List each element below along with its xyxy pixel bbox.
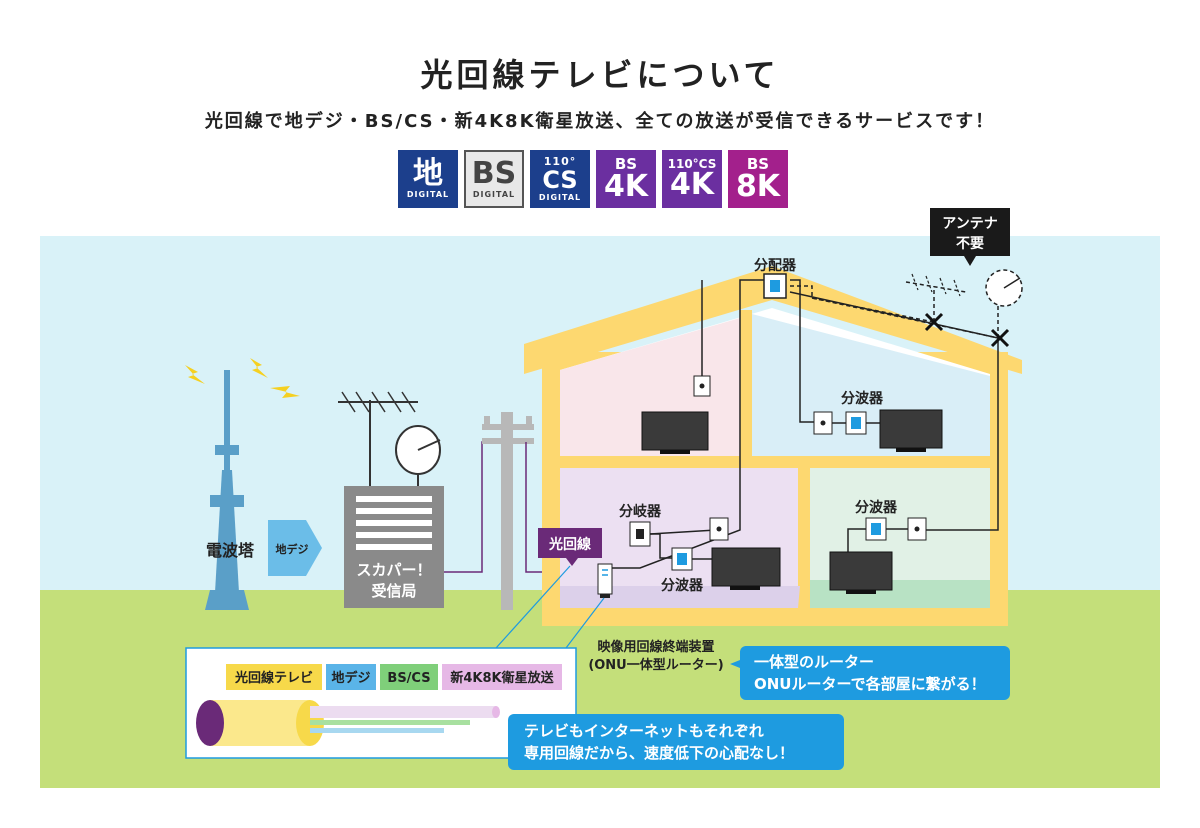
removed-antenna-icon: [905, 269, 1023, 307]
onu-label-line1: 映像用回線終端装置: [597, 639, 714, 655]
cross-mark-icon: [924, 312, 1010, 348]
cable-callout-line1: テレビもインターネットもそれぞれ: [524, 722, 764, 740]
chideji-arrow: [268, 520, 322, 576]
cable-tag: [326, 664, 376, 690]
logo-sub-text: DIGITAL: [472, 190, 516, 199]
router-callout: [740, 646, 1010, 700]
logo-bs-digital: BS DIGITAL: [464, 150, 524, 208]
tower-label: 電波塔: [206, 541, 255, 560]
tv-tower: [205, 370, 249, 610]
logo-top-text: 110°CS: [667, 157, 717, 171]
tv-icon: [641, 411, 709, 451]
logo-bs-8k: BS 8K: [728, 150, 788, 208]
antenna-label-line1: アンテナ: [942, 216, 997, 232]
logo-bs-4k: BS 4K: [596, 150, 656, 208]
cable-tag-label: 光回線テレビ: [234, 670, 313, 686]
logo-main-text: 4K: [669, 167, 715, 202]
logo-cs-digital: 110° CS DIGITAL: [530, 150, 590, 208]
hikari-badge-label: 光回線: [548, 536, 591, 553]
logo-top-text: BS: [614, 154, 638, 173]
chideji-arrow-label: 地デジ: [276, 542, 309, 556]
tv-icon: [879, 409, 943, 449]
cable-tag: [442, 664, 562, 690]
cable-tag-label: 地デジ: [331, 670, 370, 686]
splitter-lower-right-label: 分波器: [855, 499, 898, 516]
branch-label: 分岐器: [619, 503, 662, 520]
callout-line: [495, 565, 571, 649]
tv-icon: [711, 547, 781, 587]
hikari-badge: [538, 528, 602, 558]
logo-top-text: BS: [746, 154, 770, 173]
onu-label-line2: (ONU一体型ルーター): [588, 657, 723, 673]
page-subtitle: 光回線で地デジ・BS/CS・新4K8K衛星放送、全ての放送が受信できるサービスで…: [204, 111, 996, 132]
radio-wave-icon: [185, 358, 300, 398]
onu-router-device: [597, 563, 613, 595]
logo-sub-text: DIGITAL: [406, 190, 450, 199]
callout-line: [565, 597, 605, 649]
logo-main-text: CS: [542, 166, 578, 194]
cable-tag: [226, 664, 322, 690]
router-callout-line2: ONUルーターで各部屋に繋がる！: [754, 675, 986, 693]
cable-tag: [380, 664, 438, 690]
logo-main-text: 地: [413, 156, 443, 191]
broadcast-logos: 地 DIGITAL BS DIGITAL 110° CS DIGITAL BS …: [398, 150, 788, 208]
logo-main-text: BS: [471, 156, 517, 191]
cable-tag-label: BS/CS: [387, 671, 430, 686]
cable-callout: [508, 714, 844, 770]
splitter-upper-label: 分波器: [841, 390, 884, 407]
distributor-label: 分配器: [754, 258, 797, 274]
logo-top-text: 110°: [543, 155, 577, 168]
logo-sub-text: DIGITAL: [538, 193, 582, 202]
station-label-line2: 受信局: [371, 582, 416, 600]
fiber-cable-cross-section: [196, 700, 500, 746]
cable-tag-label: 新4K8K衛星放送: [450, 670, 554, 686]
splitter-lower-left-label: 分波器: [661, 577, 704, 594]
removed-antenna-wiring: [790, 285, 999, 339]
utility-pole: [482, 412, 534, 610]
cable-callout-line2: 専用回線だから、速度低下の心配なし！: [524, 744, 794, 762]
page-title: 光回線テレビについて: [420, 56, 780, 94]
skyperfect-station: [338, 391, 444, 608]
distributor-indicator: [770, 280, 780, 292]
coax-wiring: [604, 279, 999, 569]
logo-main-text: 4K: [603, 168, 649, 204]
antenna-label-line2: 不要: [956, 236, 984, 252]
router-callout-line1: 一体型のルーター: [754, 653, 874, 671]
logo-cs-4k: 110°CS 4K: [662, 150, 722, 208]
tv-icon: [829, 551, 893, 591]
station-label-line1: スカパー！: [356, 561, 431, 579]
antenna-unneeded-badge: [930, 208, 1010, 256]
logo-terrestrial-digital: 地 DIGITAL: [398, 150, 458, 208]
logo-main-text: 8K: [735, 168, 781, 204]
